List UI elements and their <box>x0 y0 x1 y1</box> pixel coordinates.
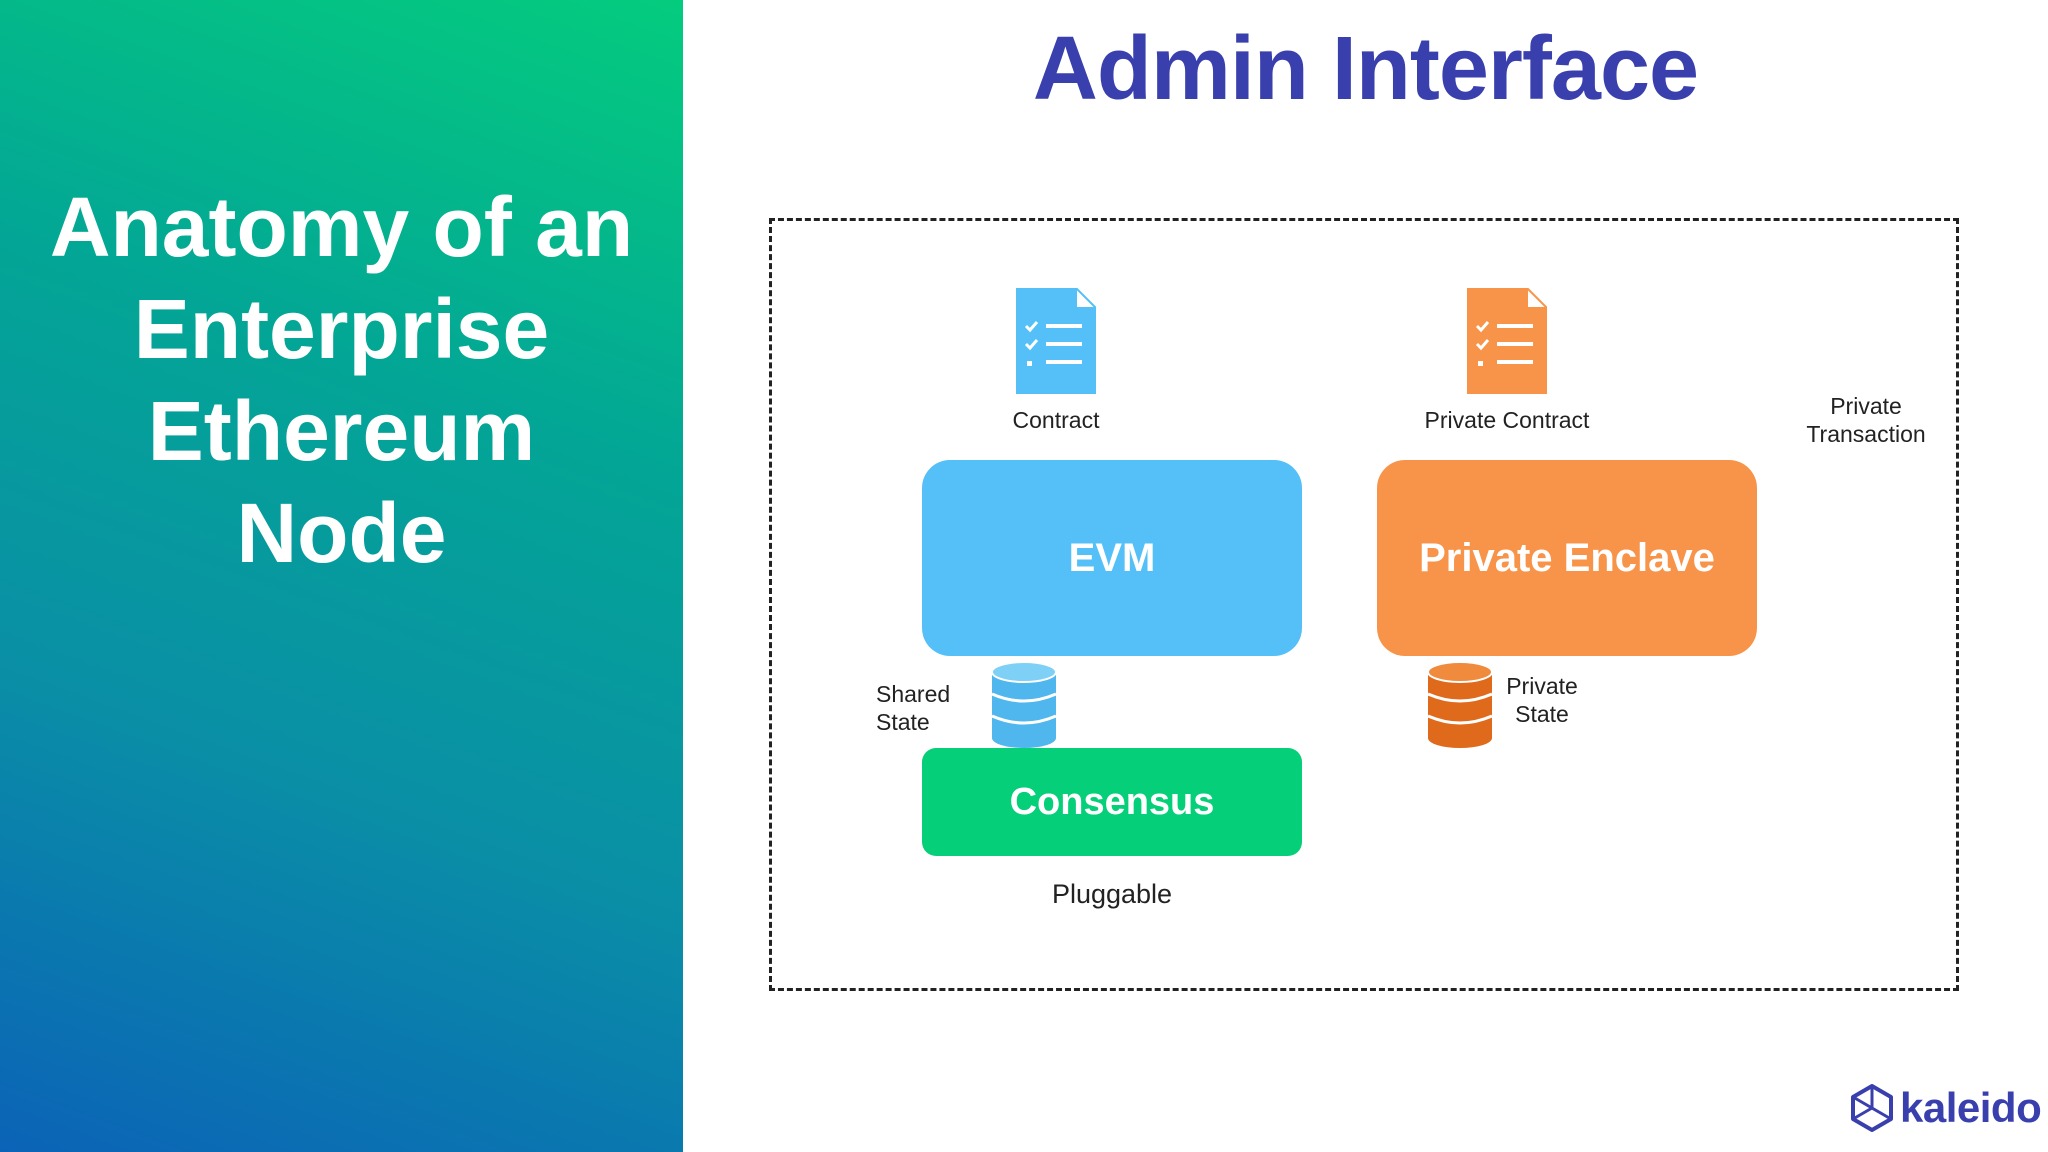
contract-document-icon <box>1016 288 1096 394</box>
private-state-database-icon <box>1428 662 1492 748</box>
private-enclave-block: Private Enclave <box>1377 460 1757 656</box>
private-state-label: Private State <box>1502 672 1582 728</box>
title-panel: Anatomy of an Enterprise Ethereum Node <box>0 0 683 1152</box>
private-enclave-label: Private Enclave <box>1419 535 1715 580</box>
contract-label: Contract <box>1012 407 1100 433</box>
shared-state-label: Shared State <box>876 680 956 736</box>
private-transaction-line-1: Private <box>1830 393 1902 419</box>
slide-title-line-1: Anatomy of an <box>49 180 634 274</box>
private-transaction-line-2: Transaction <box>1806 421 1926 447</box>
admin-interface-title: Admin Interface <box>1032 19 1699 119</box>
slide-title: Anatomy of an Enterprise Ethereum Node <box>30 176 653 584</box>
slide-title-line-4: Node <box>236 486 447 580</box>
pluggable-label: Pluggable <box>1051 879 1173 909</box>
private-contract-document-icon <box>1467 288 1547 394</box>
shared-state-database-icon <box>992 662 1056 748</box>
private-transaction-label: Private Transaction <box>1796 392 1936 448</box>
evm-block: EVM <box>922 460 1302 656</box>
evm-label: EVM <box>1068 535 1156 580</box>
kaleido-logo-icon <box>1851 1084 1893 1132</box>
private-state-line-2: State <box>1515 701 1569 727</box>
private-contract-label: Private Contract <box>1424 407 1590 433</box>
kaleido-logo-text: kaleido <box>1900 1084 2042 1131</box>
consensus-block: Consensus <box>922 748 1302 856</box>
consensus-label: Consensus <box>1009 780 1215 823</box>
private-state-line-1: Private <box>1506 673 1578 699</box>
slide-title-line-2: Enterprise <box>133 282 550 376</box>
shared-state-line-1: Shared <box>876 681 951 707</box>
node-boundary <box>769 218 1959 991</box>
slide-title-line-3: Ethereum <box>147 384 536 478</box>
kaleido-logo: kaleido <box>1850 1084 2042 1132</box>
shared-state-line-2: State <box>876 709 930 735</box>
